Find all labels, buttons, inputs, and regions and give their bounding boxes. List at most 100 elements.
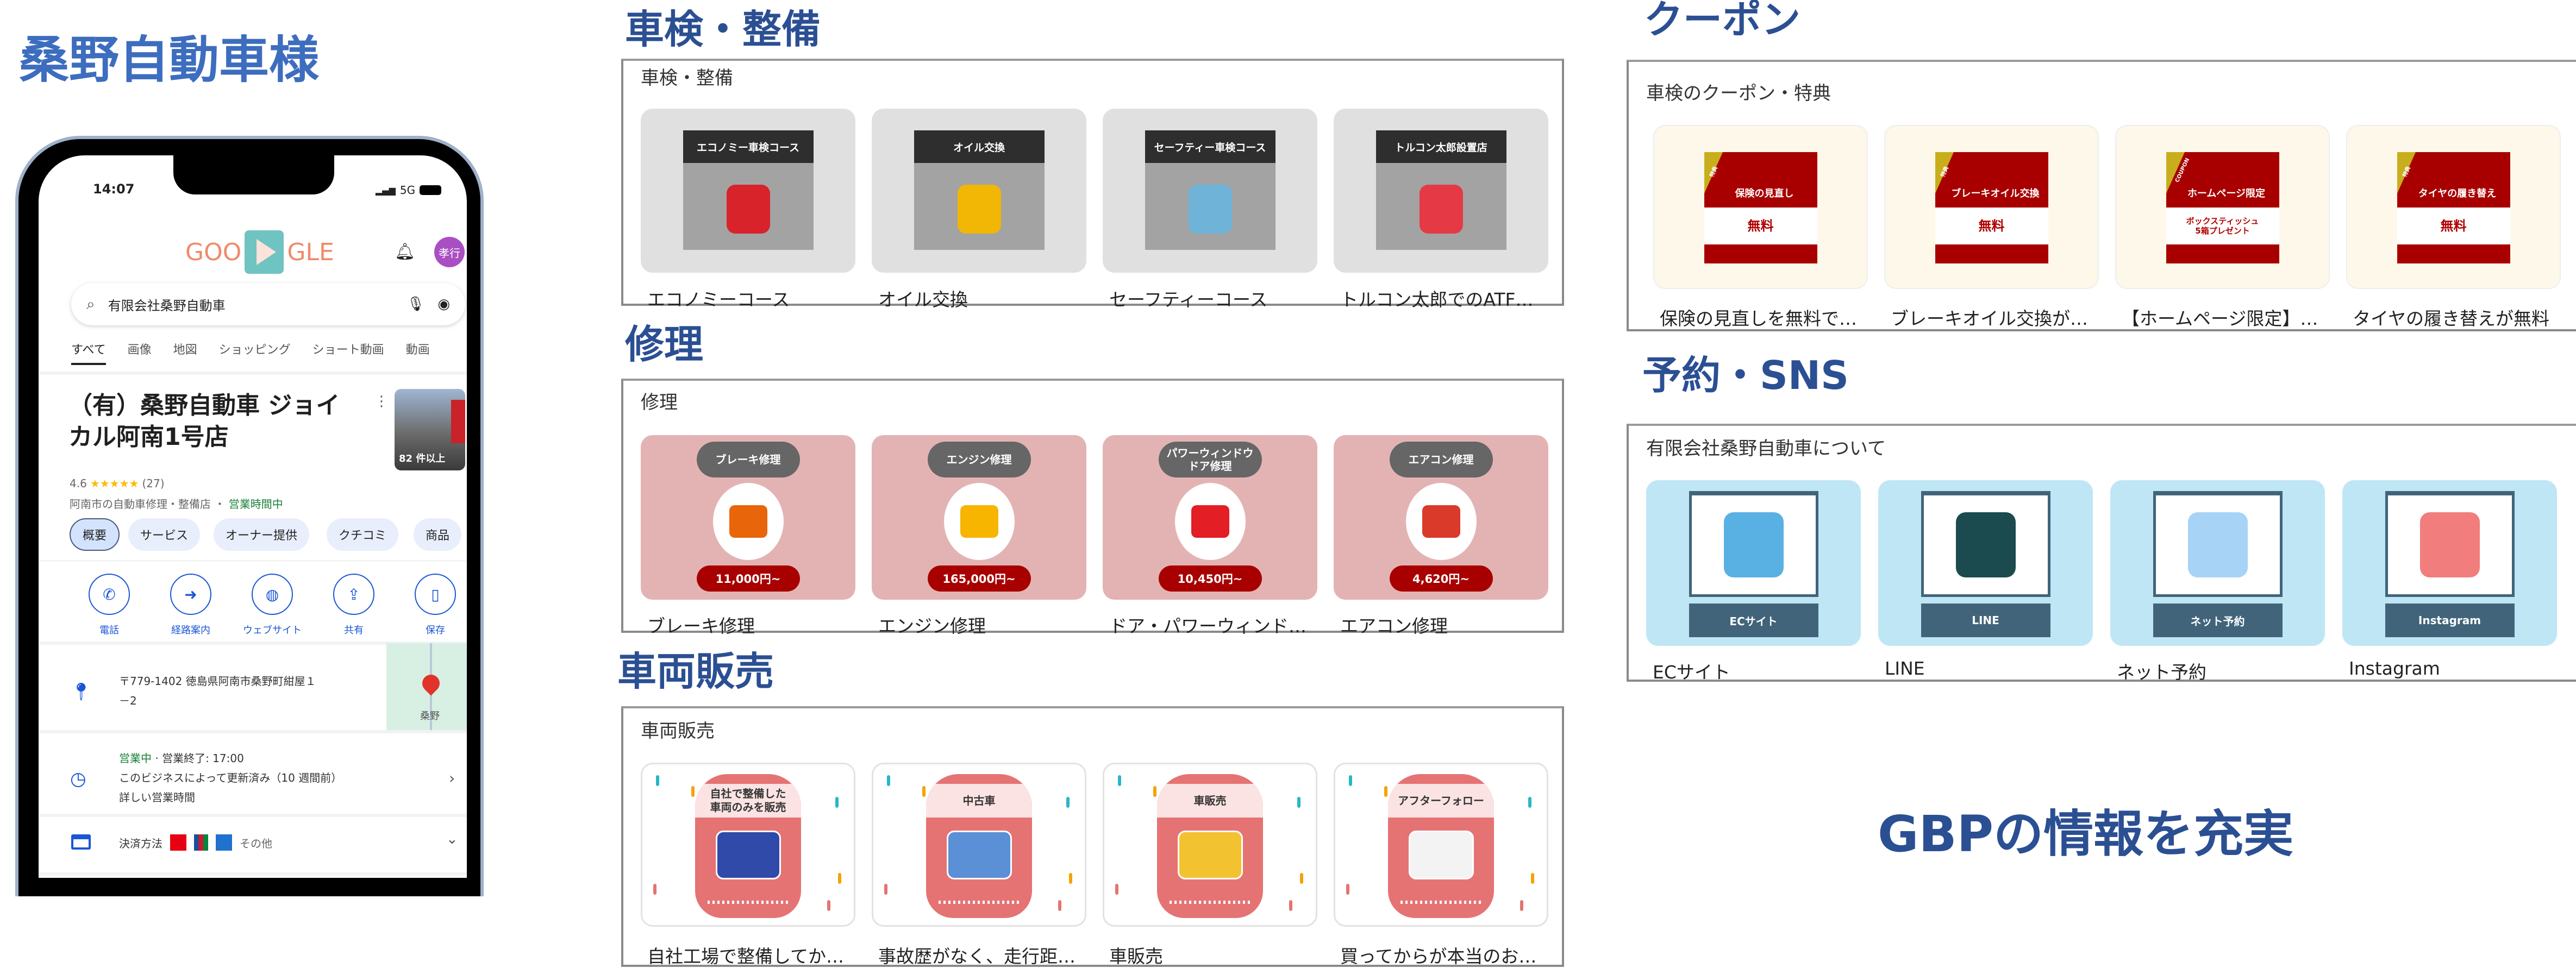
- microphone-icon[interactable]: 🎙︎: [407, 296, 425, 312]
- directions-icon[interactable]: ➜: [170, 574, 211, 615]
- tab-short-videos[interactable]: ショート動画: [312, 343, 384, 357]
- card-label[interactable]: 保険の見直しを無料で…: [1660, 308, 1857, 329]
- tab-shopping[interactable]: ショッピング: [218, 343, 291, 357]
- tab-all[interactable]: すべて: [71, 340, 106, 365]
- coupon-card[interactable]: 特典タイヤの履き替え無料タイヤの履き替えが無料: [2346, 125, 2561, 329]
- action-label[interactable]: ウェブサイト: [243, 625, 302, 636]
- phone-icon[interactable]: ✆: [89, 574, 130, 615]
- service-card[interactable]: セーフティー車検コースセーフティーコース: [1103, 109, 1317, 310]
- tab-maps[interactable]: 地図: [173, 343, 197, 357]
- chevron-down-icon[interactable]: ⌄: [446, 831, 458, 847]
- card-image[interactable]: アフターフォロー: [1334, 763, 1548, 927]
- sales-card[interactable]: アフターフォロー買ってからが本当のお…: [1334, 763, 1548, 967]
- sales-card[interactable]: 車販売車販売: [1103, 763, 1317, 967]
- service-card[interactable]: エコノミー車検コースエコノミーコース: [641, 109, 855, 310]
- card-image[interactable]: ネット予約: [2110, 480, 2325, 646]
- rating-row[interactable]: 4.6 ★★★★★ (27): [70, 477, 165, 490]
- avatar[interactable]: 孝行: [434, 237, 465, 267]
- chip-overview[interactable]: 概要: [70, 518, 120, 551]
- card-image[interactable]: エコノミー車検コース: [641, 109, 855, 273]
- action-label[interactable]: 経路案内: [171, 625, 210, 636]
- service-card[interactable]: オイル交換オイル交換: [872, 109, 1086, 310]
- card-label[interactable]: オイル交換: [878, 289, 968, 310]
- card-label[interactable]: トルコン太郎でのATF…: [1340, 289, 1534, 310]
- card-icon: [71, 834, 91, 850]
- chevron-right-icon[interactable]: ›: [449, 769, 455, 787]
- business-photo[interactable]: 82 件以上: [395, 389, 465, 470]
- sales-card[interactable]: 自社で整備した 車両のみを販売自社工場で整備してか…: [641, 763, 855, 967]
- card-label[interactable]: エアコン修理: [1340, 615, 1448, 637]
- card-image[interactable]: Instagram: [2342, 480, 2557, 646]
- card-image[interactable]: LINE: [1878, 480, 2093, 646]
- card-image[interactable]: セーフティー車検コース: [1103, 109, 1317, 273]
- card-image[interactable]: 特典保険の見直し無料: [1653, 125, 1868, 289]
- card-image[interactable]: 特典タイヤの履き替え無料: [2346, 125, 2561, 289]
- card-label[interactable]: タイヤの履き替えが無料: [2353, 308, 2550, 329]
- search-bar[interactable]: ⌕ 有限会社桑野自動車 🎙︎ ◉: [71, 283, 465, 325]
- card-label[interactable]: セーフティーコース: [1109, 289, 1268, 310]
- coupon-card[interactable]: 特典ブレーキオイル交換無料ブレーキオイル交換が…: [1884, 125, 2099, 329]
- card-image[interactable]: 車販売: [1103, 763, 1317, 927]
- card-image[interactable]: オイル交換: [872, 109, 1086, 273]
- hours[interactable]: 営業中 · 営業終了: 17:00 このビジネスによって更新済み（10 週間前）…: [119, 749, 342, 807]
- lens-icon[interactable]: ◉: [437, 296, 450, 312]
- chip-owner[interactable]: オーナー提供: [214, 518, 310, 551]
- confetti-decoration: [887, 775, 890, 786]
- card-image[interactable]: 中古車: [872, 763, 1086, 927]
- action-label[interactable]: 保存: [426, 625, 445, 636]
- sns-card[interactable]: LINE LINE: [1878, 480, 2093, 679]
- card-label[interactable]: エコノミーコース: [647, 289, 790, 310]
- card-label[interactable]: ドア・パワーウィンド…: [1109, 615, 1306, 637]
- payment-other: その他: [240, 837, 272, 850]
- card-image[interactable]: ECサイト: [1646, 480, 1861, 646]
- sns-card[interactable]: ネット予約ネット予約: [2110, 480, 2325, 683]
- sns-card[interactable]: ECサイト ECサイト: [1646, 480, 1861, 683]
- card-label[interactable]: ECサイト: [1653, 662, 1730, 683]
- chip-products[interactable]: 商品: [414, 518, 462, 551]
- sales-card[interactable]: 中古車事故歴がなく、走行距…: [872, 763, 1086, 967]
- chip-reviews[interactable]: クチコミ: [327, 518, 399, 551]
- payment-row[interactable]: 決済方法 その他: [119, 834, 272, 851]
- card-label[interactable]: エンジン修理: [878, 615, 986, 637]
- search-input[interactable]: 有限会社桑野自動車: [108, 298, 226, 313]
- bookmark-icon[interactable]: ▯: [415, 574, 456, 615]
- more-options-icon[interactable]: ⋮: [374, 393, 389, 410]
- bell-icon[interactable]: 🔔︎: [395, 242, 416, 261]
- card-label[interactable]: ブレーキ修理: [647, 615, 755, 637]
- coupon-card[interactable]: 特典保険の見直し無料保険の見直しを無料で…: [1653, 125, 1868, 329]
- coupon-corner-ribbon: [2397, 152, 2416, 193]
- chip-services[interactable]: サービス: [128, 518, 201, 551]
- hours-close: · 営業終了: 17:00: [152, 752, 244, 765]
- card-label[interactable]: 【ホームページ限定】…: [2122, 308, 2318, 329]
- tab-images[interactable]: 画像: [127, 343, 152, 357]
- action-label[interactable]: 共有: [344, 625, 364, 636]
- card-label[interactable]: ネット予約: [2117, 662, 2206, 683]
- service-card[interactable]: トルコン太郎設置店トルコン太郎でのATF…: [1334, 109, 1548, 310]
- address[interactable]: 〒779-1402 徳島県阿南市桑野町紺屋１ －2: [119, 671, 316, 711]
- google-doodle-logo[interactable]: GOO GLE: [185, 230, 334, 274]
- card-label[interactable]: LINE: [1885, 658, 1925, 679]
- globe-icon[interactable]: ◍: [252, 574, 293, 615]
- card-label[interactable]: Instagram: [2349, 658, 2440, 679]
- card-label[interactable]: ブレーキオイル交換が…: [1891, 308, 2088, 329]
- card-image[interactable]: 自社で整備した 車両のみを販売: [641, 763, 855, 927]
- card-image[interactable]: 特典ブレーキオイル交換無料: [1884, 125, 2099, 289]
- map-thumbnail[interactable]: 桑野: [386, 643, 467, 731]
- share-icon[interactable]: ⇪: [333, 574, 374, 615]
- tab-videos[interactable]: 動画: [405, 343, 430, 357]
- card-image[interactable]: トルコン太郎設置店: [1334, 109, 1548, 273]
- action-label[interactable]: 電話: [99, 625, 119, 636]
